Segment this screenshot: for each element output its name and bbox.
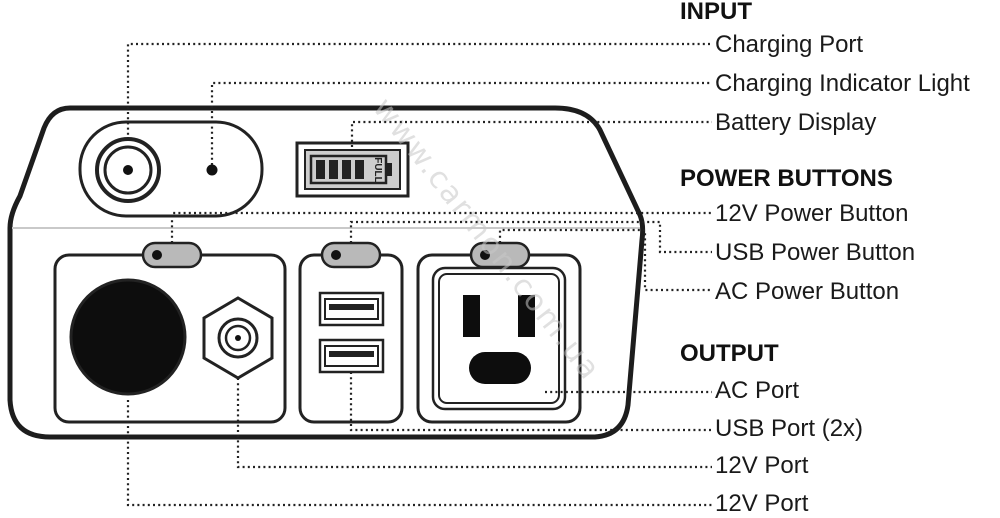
label-usb-power-button: USB Power Button	[715, 239, 916, 266]
input-heading: INPUT	[680, 0, 752, 25]
label-charging-port: Charging Port	[715, 31, 864, 58]
ac-power-button[interactable]	[469, 241, 531, 269]
battery-full-text: FULL	[372, 157, 383, 183]
usb-output-panel	[298, 253, 404, 424]
12v-power-button[interactable]	[141, 241, 203, 269]
label-12v-port-dc: 12V Port	[715, 452, 809, 479]
power-buttons-heading: POWER BUTTONS	[680, 165, 893, 192]
ac-slot-left	[463, 295, 480, 337]
label-12v-port-socket: 12V Port	[715, 490, 809, 517]
ac-ground-hole	[469, 352, 531, 384]
label-charging-indicator: Charging Indicator Light	[715, 70, 970, 97]
label-12v-power-button: 12V Power Button	[715, 200, 909, 227]
label-ac-port: AC Port	[715, 377, 800, 404]
leader-lines	[126, 42, 712, 507]
cigarette-12v-port	[69, 278, 187, 396]
usb-power-button[interactable]	[320, 241, 382, 269]
battery-display: FULL	[295, 141, 410, 198]
charging-indicator-light	[206, 164, 218, 176]
usb-port-2	[318, 338, 385, 374]
label-battery-display: Battery Display	[715, 109, 877, 136]
usb-port-1	[318, 291, 385, 327]
label-usb-port: USB Port (2x)	[715, 415, 864, 442]
label-ac-power-button: AC Power Button	[715, 278, 900, 305]
ac-slot-right	[518, 295, 535, 337]
output-heading: OUTPUT	[680, 340, 779, 367]
